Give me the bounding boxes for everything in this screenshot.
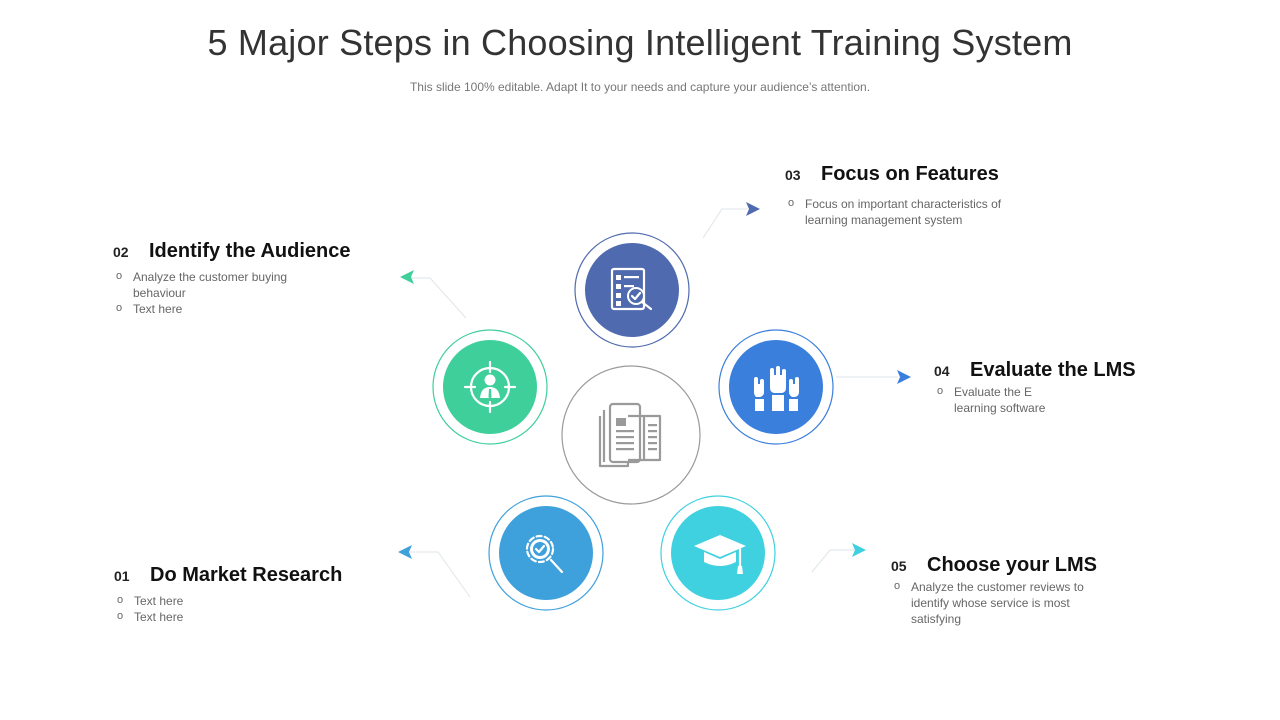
center-ring	[561, 365, 701, 505]
step-03-node	[574, 232, 690, 348]
step-03-number: 03	[785, 167, 801, 183]
step-02-title: Identify the Audience	[149, 240, 351, 262]
step-04-bullets: Evaluate the E learning software	[934, 383, 1064, 416]
step-04-text: 04 Evaluate the LMS Evaluate the E learn…	[934, 359, 1194, 416]
step-02-number: 02	[113, 244, 129, 260]
e-learning-book-icon	[598, 402, 662, 468]
step-01-node	[488, 495, 604, 611]
step-01-bullet: Text here	[114, 592, 414, 609]
step-03-title: Focus on Features	[821, 163, 999, 185]
step-01-text: 01 Do Market Research Text here Text her…	[114, 564, 414, 625]
step-03-text: 03 Focus on Features Focus on important …	[785, 163, 1045, 228]
target-person-icon	[463, 360, 517, 414]
step-05-number: 05	[891, 558, 907, 574]
step-04-bullet: Evaluate the E learning software	[934, 383, 1064, 416]
step-03-bullets: Focus on important characteristics of le…	[785, 195, 1015, 228]
step-02-text: 02 Identify the Audience Analyze the cus…	[113, 240, 413, 317]
graduation-cap-icon	[694, 535, 746, 574]
connector-03	[702, 208, 748, 239]
page-title: 5 Major Steps in Choosing Intelligent Tr…	[207, 22, 1073, 63]
step-01-title: Do Market Research	[150, 564, 343, 586]
arrowhead-05	[852, 543, 866, 557]
step-05-bullet: Analyze the customer reviews to identify…	[891, 578, 1111, 627]
step-02-bullet: Text here	[113, 300, 313, 317]
arrowhead-01	[398, 545, 412, 559]
center-node	[561, 365, 701, 505]
arrowhead-02	[400, 270, 414, 284]
gear-search-icon	[525, 534, 564, 574]
step-02-bullets: Analyze the customer buying behaviour Te…	[113, 268, 313, 317]
connectors	[410, 208, 898, 598]
step-05-node	[660, 495, 776, 611]
step-05-text: 05 Choose your LMS Analyze the customer …	[891, 554, 1151, 627]
step-01-bullet: Text here	[114, 608, 414, 625]
connector-02	[412, 277, 467, 319]
step-04-title: Evaluate the LMS	[970, 359, 1136, 381]
connector-05	[811, 549, 856, 573]
step-04-node	[718, 329, 834, 445]
raised-hands-icon	[754, 366, 799, 411]
arrowhead-04	[897, 370, 911, 384]
page-subtitle: This slide 100% editable. Adapt It to yo…	[409, 80, 871, 94]
checklist-magnifier-icon	[610, 267, 653, 311]
arrowhead-03	[746, 202, 760, 216]
step-01-bullets: Text here Text here	[114, 592, 414, 625]
step-03-bullet: Focus on important characteristics of le…	[785, 195, 1015, 228]
step-02-node	[432, 329, 548, 445]
connector-01	[410, 551, 471, 598]
step-01-number: 01	[114, 568, 130, 584]
step-05-bullets: Analyze the customer reviews to identify…	[891, 578, 1111, 627]
step-05-title: Choose your LMS	[927, 554, 1098, 576]
step-04-number: 04	[934, 363, 950, 379]
step-02-bullet: Analyze the customer buying behaviour	[113, 268, 313, 301]
